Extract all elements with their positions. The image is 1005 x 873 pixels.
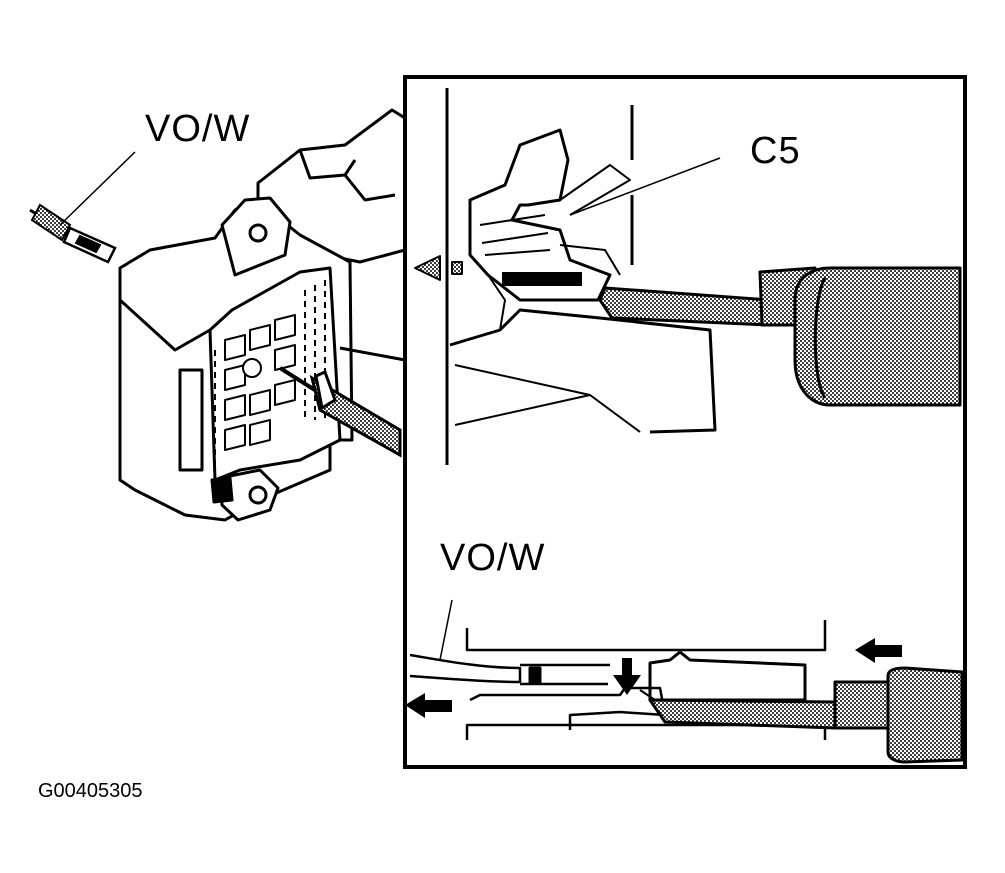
arrow-down-latch — [613, 658, 641, 695]
leader-line-wire — [59, 151, 136, 226]
fuse-block-assembly — [118, 108, 407, 522]
upper-detail-latch — [414, 88, 721, 465]
mounting-hole-top — [248, 223, 268, 243]
zoom-leader-line — [339, 346, 406, 362]
lower-detail-section — [409, 599, 827, 740]
direction-arrow-left — [414, 255, 441, 281]
release-tool-large — [598, 266, 962, 407]
lower-detail-arrows — [405, 638, 902, 718]
arrow-left-wire — [405, 693, 452, 718]
center-socket — [242, 358, 262, 378]
figure-id-label: G00405305 — [38, 780, 143, 802]
connector-id-label: C5 — [750, 130, 801, 172]
leader-line-c5 — [569, 157, 721, 216]
leader-line-wire-detail — [439, 599, 453, 661]
wire-color-label-main: VO/W — [145, 108, 251, 150]
wire-color-label-detail: VO/W — [440, 537, 546, 579]
arrow-left-tool — [855, 638, 902, 663]
terminal-lock-tang — [502, 272, 582, 286]
vo-w-wire-terminal — [29, 151, 136, 264]
release-tool-small — [278, 366, 402, 458]
release-tool-lower — [648, 666, 964, 764]
mounting-hole-bottom — [248, 485, 268, 505]
